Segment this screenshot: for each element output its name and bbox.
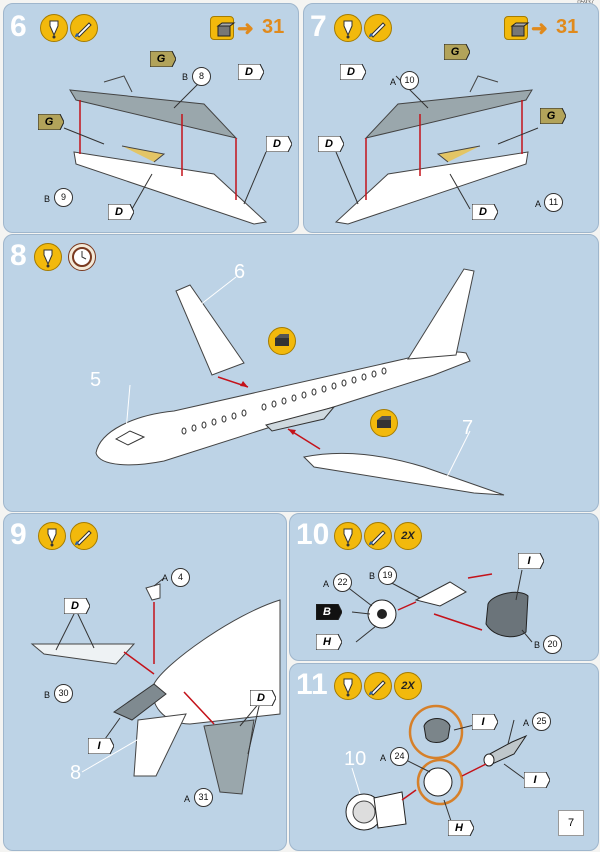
reference-arrow: ➜ xyxy=(237,18,254,40)
paint-flag-g: G xyxy=(149,50,177,68)
paint-flag-g: G xyxy=(443,43,471,61)
step-6-panel: 6 ➜ 31 B 8 B 9 G D G xyxy=(3,3,299,233)
tape-icon xyxy=(370,409,398,437)
part-number: 11 xyxy=(544,193,563,212)
paint-flag-d: D xyxy=(317,135,345,153)
part-sprue: B xyxy=(44,690,51,700)
paint-flag-i: I xyxy=(87,737,115,755)
paint-flag-d: D xyxy=(63,597,91,615)
step-11-panel: 11 2X A 25 A 24 I xyxy=(289,663,599,851)
paint-brush-icon xyxy=(70,522,98,550)
part-number: 19 xyxy=(378,566,397,585)
part-number: 31 xyxy=(194,788,213,807)
step-number: 11 xyxy=(296,668,328,701)
paint-flag-b: B xyxy=(315,603,343,621)
step-6-drawing xyxy=(63,75,268,225)
assembly-label: 6 xyxy=(234,261,246,283)
part-sprue: A xyxy=(162,573,169,583)
box-icon xyxy=(210,16,236,40)
step-number: 8 xyxy=(10,239,27,272)
part-number: 22 xyxy=(333,573,352,592)
part-number: 9 xyxy=(54,188,73,207)
paint-flag-d: D xyxy=(471,203,499,221)
part-sprue: A xyxy=(523,718,530,728)
paint-flag-d: D xyxy=(237,63,265,81)
paint-brush-icon xyxy=(364,522,392,550)
step-10-panel: 10 2X A 22 B 19 B 20 I B xyxy=(289,513,599,661)
glue-icon xyxy=(40,14,68,42)
glue-icon xyxy=(334,14,362,42)
part-sprue: A xyxy=(323,579,330,589)
paint-brush-icon xyxy=(364,14,392,42)
step-10-drawing xyxy=(345,569,533,643)
part-number: 30 xyxy=(54,684,73,703)
part-sprue: A xyxy=(380,753,387,763)
part-number: 10 xyxy=(400,71,419,90)
part-sprue: A xyxy=(535,199,542,209)
paint-flag-g: G xyxy=(37,113,65,131)
assembly-label: 7 xyxy=(462,417,474,439)
tape-icon xyxy=(268,327,296,355)
paint-flag-i: I xyxy=(517,552,545,570)
paint-flag-h: H xyxy=(315,633,343,651)
assembly-label: 10 xyxy=(344,748,367,770)
reference-arrow: ➜ xyxy=(531,18,548,40)
step-number: 10 xyxy=(296,518,330,551)
reference-step: 31 xyxy=(556,16,579,38)
paint-brush-icon xyxy=(70,14,98,42)
part-sprue: B xyxy=(534,640,541,650)
part-number: 24 xyxy=(390,747,409,766)
step-7-panel: 7 ➜ 31 A 10 A 11 G D G D xyxy=(303,3,599,233)
paint-flag-d: D xyxy=(265,135,293,153)
part-sprue: A xyxy=(390,77,397,87)
step-11-drawing xyxy=(345,704,528,831)
part-number: 25 xyxy=(532,712,551,731)
step-8-drawing xyxy=(95,268,505,496)
clock-icon xyxy=(68,243,96,271)
assembly-label: 8 xyxy=(70,762,82,784)
multiplier-badge: 2X xyxy=(394,672,422,700)
part-number: 4 xyxy=(171,568,190,587)
part-number: 20 xyxy=(543,635,562,654)
part-sprue: B xyxy=(44,194,51,204)
assembly-label: 5 xyxy=(90,369,102,391)
paint-flag-d: D xyxy=(249,689,277,707)
box-icon xyxy=(504,16,530,40)
page-number: 7 xyxy=(558,810,584,836)
reference-step: 31 xyxy=(262,16,285,38)
glue-icon xyxy=(334,672,362,700)
glue-icon xyxy=(334,522,362,550)
part-sprue: B xyxy=(182,72,189,82)
glue-icon xyxy=(38,522,66,550)
step-8-panel: 8 xyxy=(3,234,599,512)
part-number: 8 xyxy=(192,67,211,86)
part-sprue: A xyxy=(184,794,191,804)
glue-icon xyxy=(34,243,62,271)
paint-flag-g: G xyxy=(539,107,567,125)
step-9-panel: 9 A 4 B 30 A 31 D xyxy=(3,513,287,851)
paint-brush-icon xyxy=(364,672,392,700)
step-number: 6 xyxy=(10,10,27,43)
paint-flag-i: I xyxy=(471,713,499,731)
step-number: 9 xyxy=(10,518,27,551)
part-sprue: B xyxy=(369,571,376,581)
paint-flag-d: D xyxy=(107,203,135,221)
step-number: 7 xyxy=(310,10,327,43)
step-9-drawing xyxy=(30,577,281,795)
paint-flag-i: I xyxy=(523,771,551,789)
paint-flag-d: D xyxy=(339,63,367,81)
step-7-drawing xyxy=(334,75,539,225)
paint-flag-h: H xyxy=(447,819,475,837)
multiplier-badge: 2X xyxy=(394,522,422,550)
